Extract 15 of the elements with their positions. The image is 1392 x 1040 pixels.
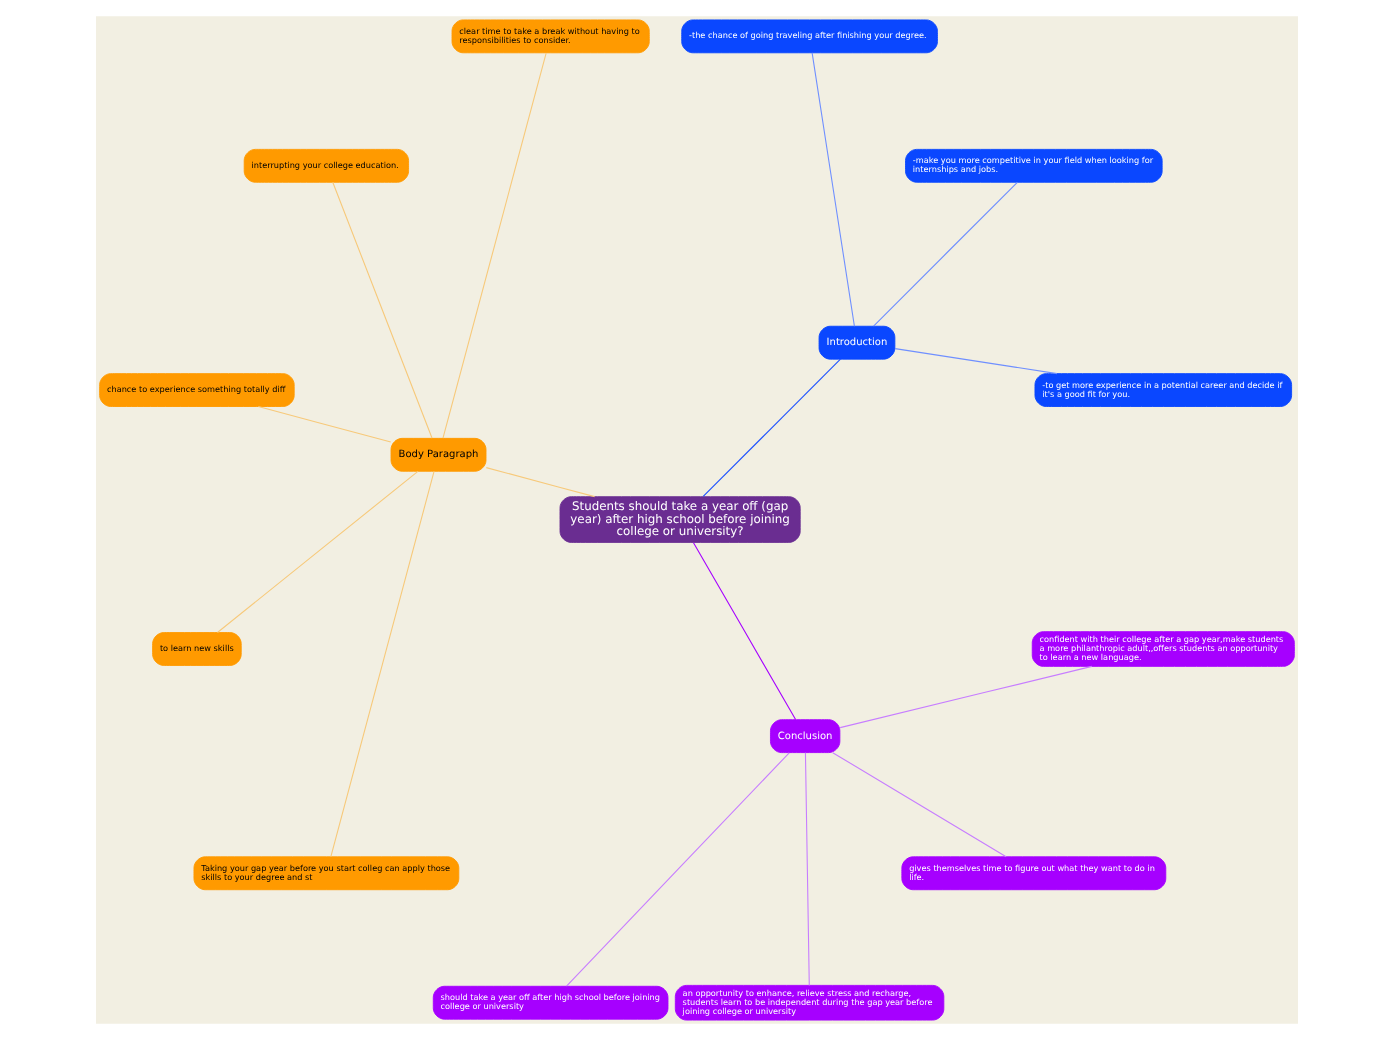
- connector: [810, 52, 854, 327]
- connector: [329, 470, 434, 858]
- connector: [565, 752, 789, 987]
- connector: [893, 348, 1057, 375]
- connector: [803, 752, 809, 986]
- connector: [215, 470, 418, 634]
- connector: [872, 181, 1017, 327]
- connector: [831, 752, 1006, 858]
- connector: [256, 405, 391, 443]
- connector: [441, 52, 546, 439]
- connector: [701, 358, 840, 497]
- connector: [691, 542, 796, 721]
- connector: [484, 467, 595, 498]
- connector: [838, 665, 1092, 729]
- connector: [331, 181, 432, 439]
